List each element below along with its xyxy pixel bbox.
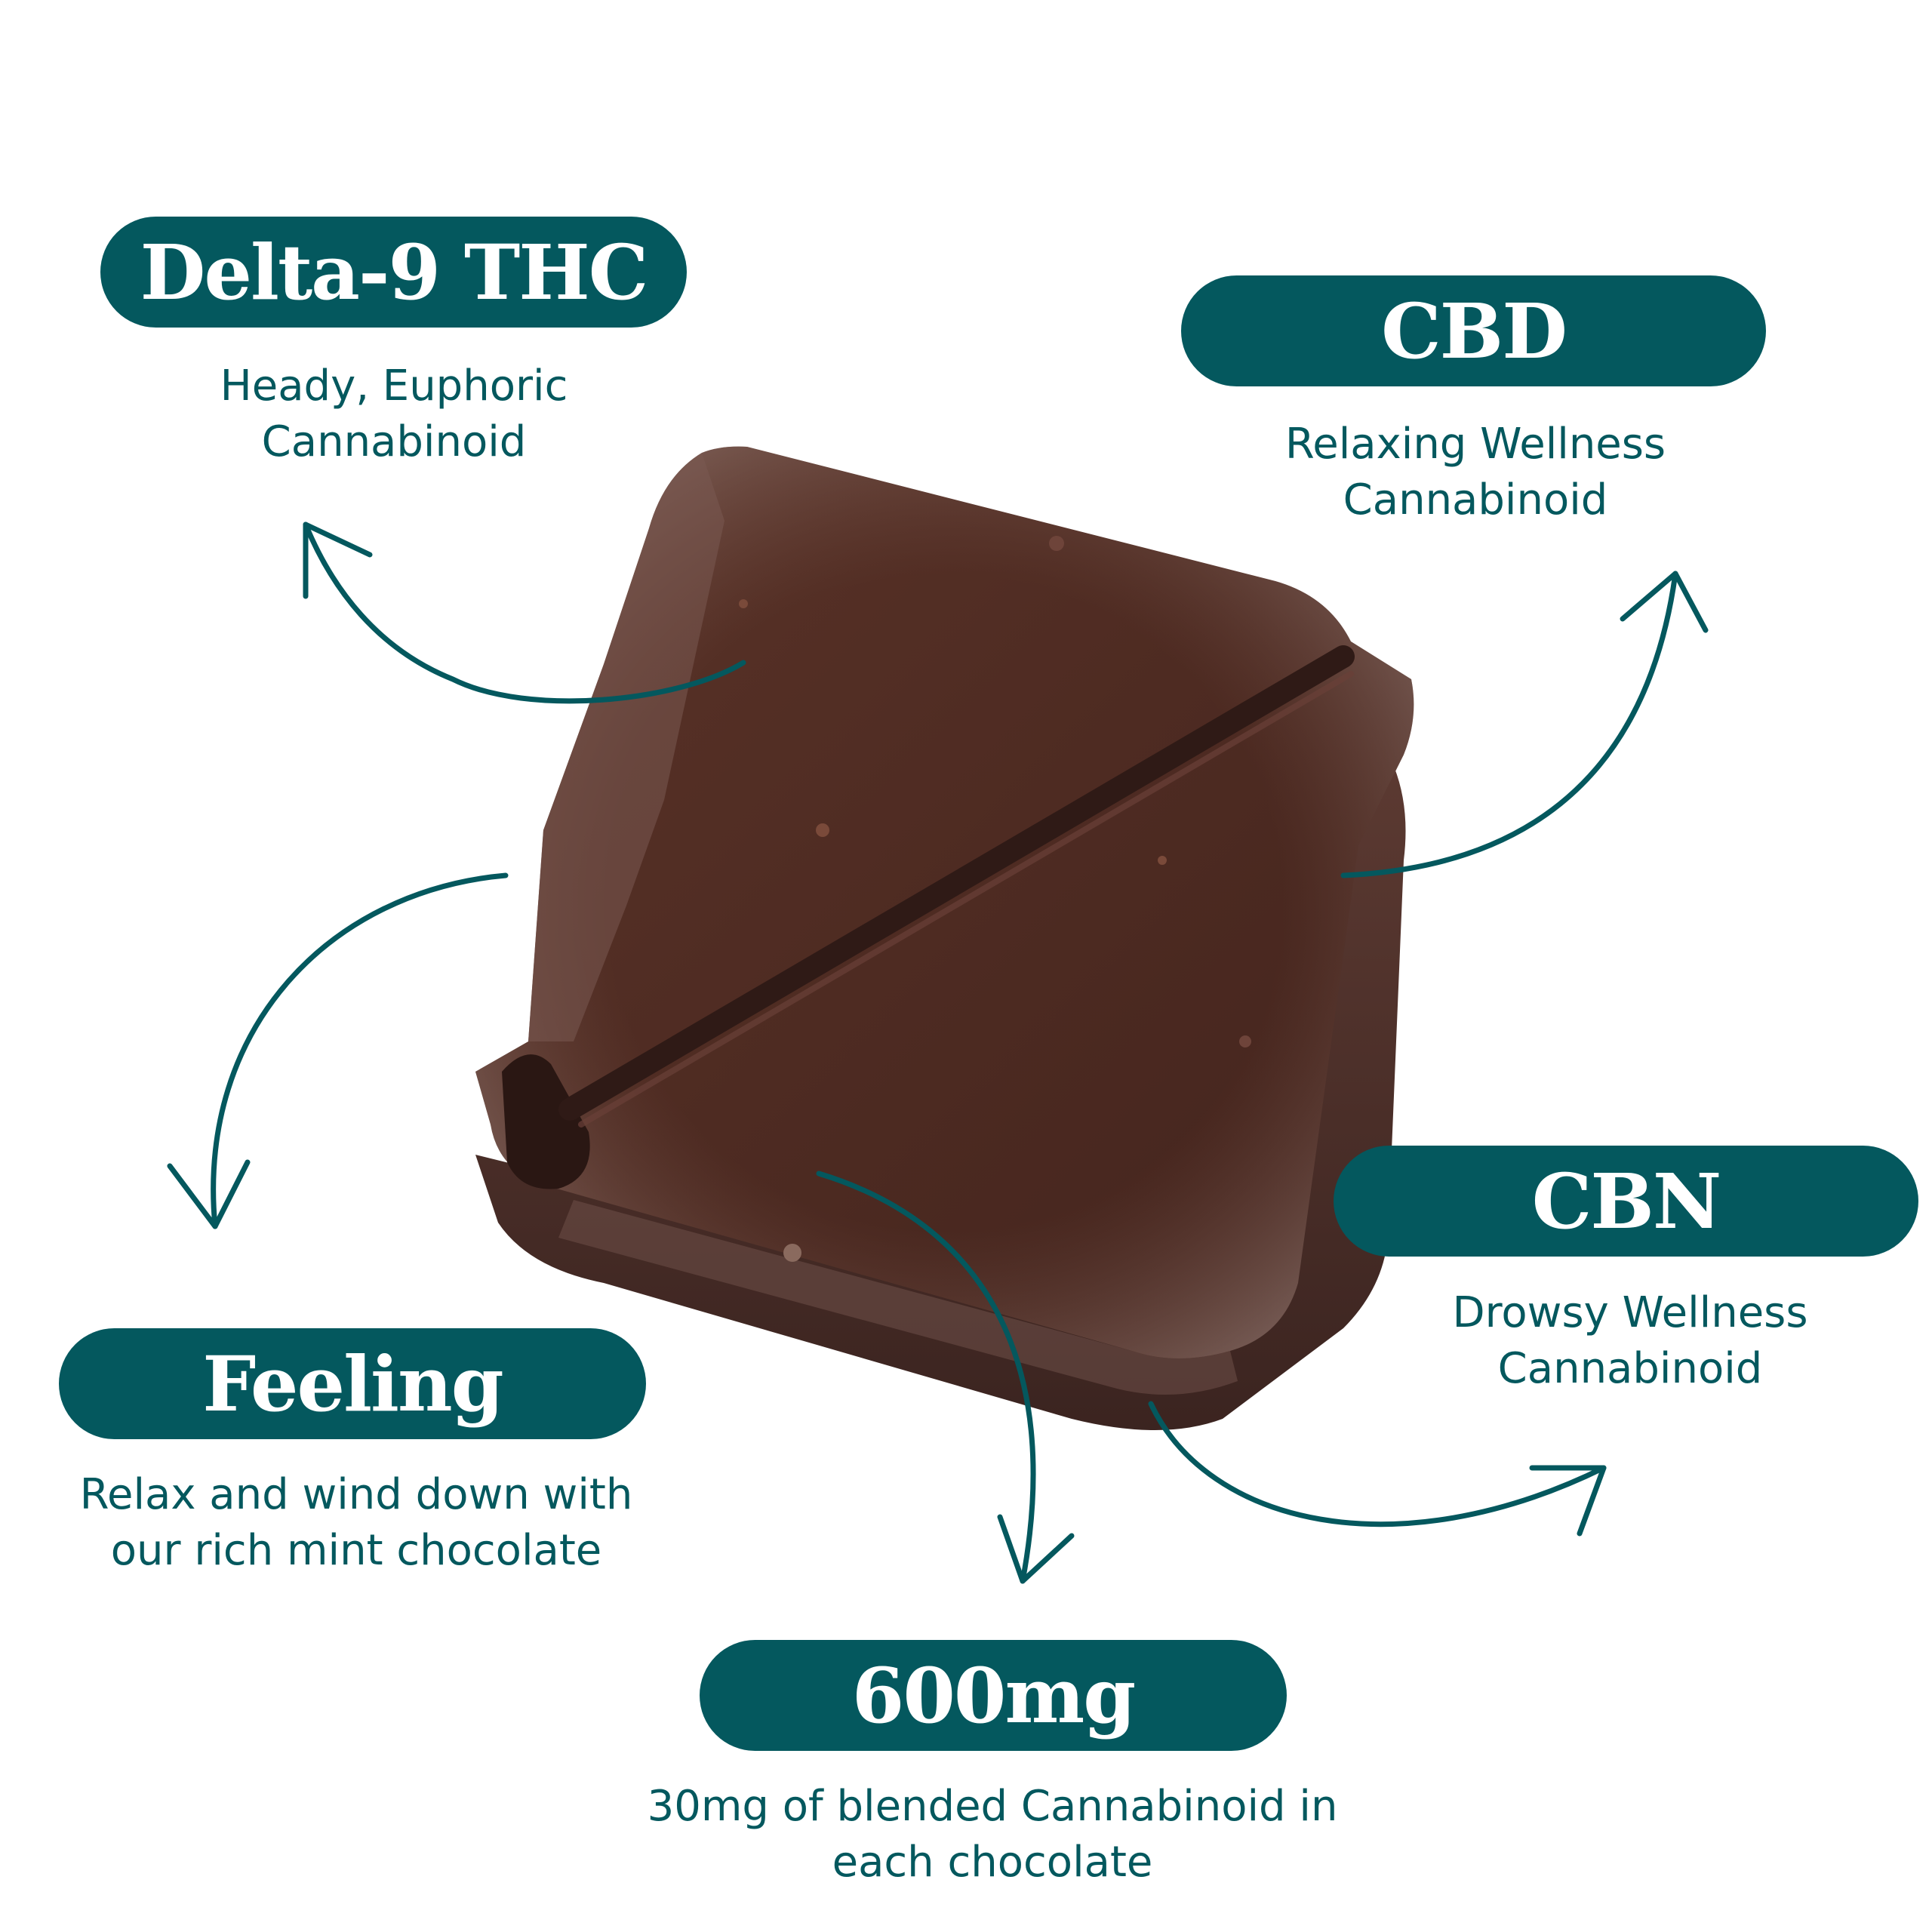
chocolate-score-line [558,645,1355,1121]
cbn-title: CBN [1531,1156,1722,1246]
dose-title: 600mg [851,1651,1136,1740]
cbd-pill: CBD [1181,275,1766,386]
arrow-to-600mg [816,1171,1075,1584]
delta9-thc-title: Delta-9 THC [140,227,649,317]
feeling-line2: our rich mint chocolate [110,1526,602,1575]
cbd-line1: Relaxing Wellness [1284,420,1666,469]
delta9-thc-description: Heady, Euphoric Cannabinoid [168,358,620,470]
chocolate-left-rim [528,453,724,1041]
cbn-line1: Drowsy Wellness [1452,1288,1808,1337]
chocolate-square-image [475,446,1414,1430]
feeling-title: Feeling [202,1339,503,1429]
dose-line2: each chocolate [832,1838,1153,1887]
cbn-line2: Cannabinoid [1497,1344,1763,1393]
cbd-description: Relaxing Wellness Cannabinoid [1249,417,1702,528]
cbn-description: Drowsy Wellness Cannabinoid [1404,1285,1857,1397]
arrow-to-cbd [1340,571,1709,878]
dose-line1: 30mg of blended Cannabinoid in [647,1782,1338,1831]
delta9-thc-line2: Cannabinoid [261,417,527,466]
cbd-line2: Cannabinoid [1343,475,1608,525]
delta9-thc-pill: Delta-9 THC [100,217,687,328]
dose-pill: 600mg [700,1640,1287,1751]
feeling-pill: Feeling [59,1328,646,1439]
arrow-to-feeling [167,872,509,1229]
arrow-to-delta9 [303,521,746,704]
chocolate-notch [502,1054,590,1189]
chocolate-bottom-rim [558,1200,1238,1395]
cbd-title: CBD [1381,286,1567,376]
arrow-to-cbn [1148,1401,1607,1537]
cbn-pill: CBN [1334,1146,1918,1257]
chocolate-score-highlight [578,671,1354,1128]
dose-description: 30mg of blended Cannabinoid in each choc… [581,1779,1404,1890]
delta9-thc-line1: Heady, Euphoric [220,361,568,411]
feeling-description: Relax and wind down with our rich mint c… [32,1467,681,1579]
feeling-line1: Relax and wind down with [79,1470,633,1519]
